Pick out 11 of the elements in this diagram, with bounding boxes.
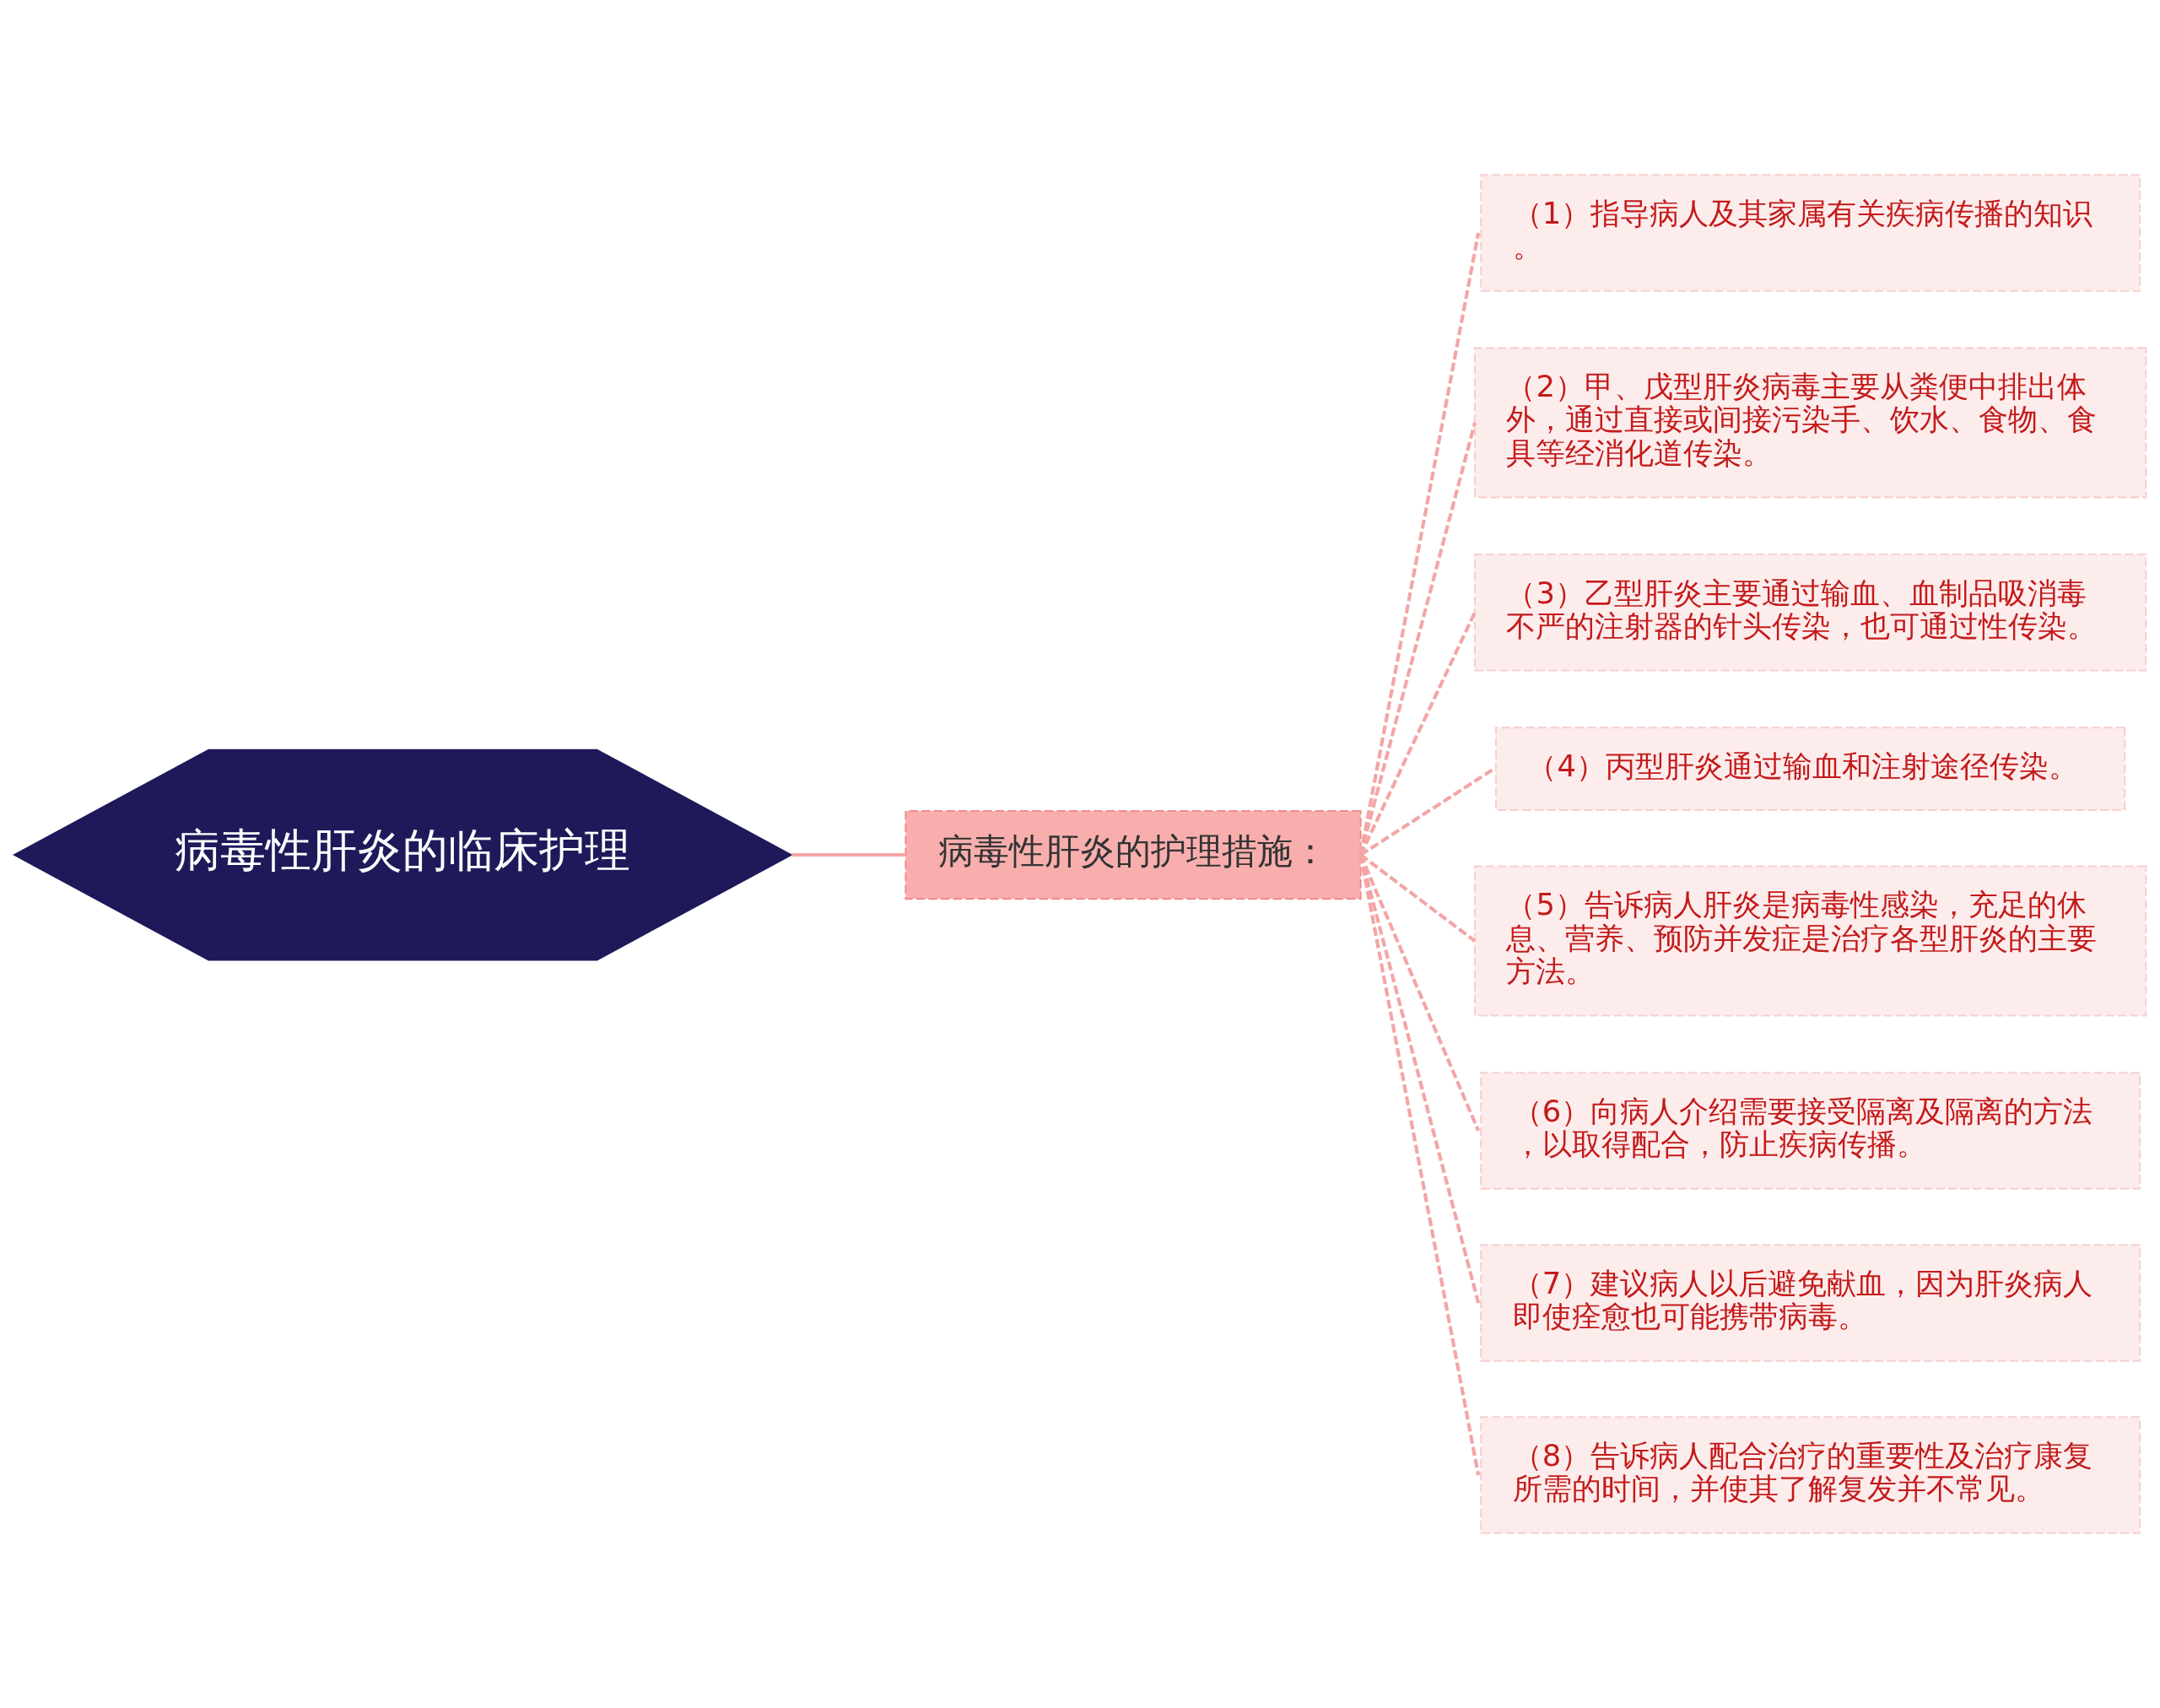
node-box: 病毒性肝炎的护理措施：	[904, 809, 1362, 900]
node-box: （4）丙型肝炎通过输血和注射途径传染。	[1494, 727, 2126, 811]
node-box: （5）告诉病人肝炎是病毒性感染，充足的休息、营养、预防并发症是治疗各型肝炎的主要方法。	[1473, 865, 2147, 1017]
node-box: （1）指导病人及其家属有关疾病传播的知识。	[1480, 174, 2141, 292]
connector	[791, 852, 906, 857]
connector	[1358, 854, 1481, 1476]
node-box: （2）甲、戊型肝炎病毒主要从粪便中排出体外，通过直接或间接污染手、饮水、食物、食具等经消化道传染。	[1473, 347, 2147, 499]
node-box: （8）告诉病人配合治疗的重要性及治疗康复所需的时间，并使其了解复发并不常见。	[1480, 1416, 2141, 1534]
node-box: （6）向病人介绍需要接受隔离及隔离的方法，以取得配合，防止疾病传播。	[1480, 1072, 2141, 1190]
node-box: （3）乙型肝炎主要通过输血、血制品吸消毒不严的注射器的针头传染，也可通过性传染。	[1473, 554, 2147, 672]
node-box: （7）建议病人以后避免献血，因为肝炎病人即使痊愈也可能携带病毒。	[1480, 1244, 2141, 1362]
